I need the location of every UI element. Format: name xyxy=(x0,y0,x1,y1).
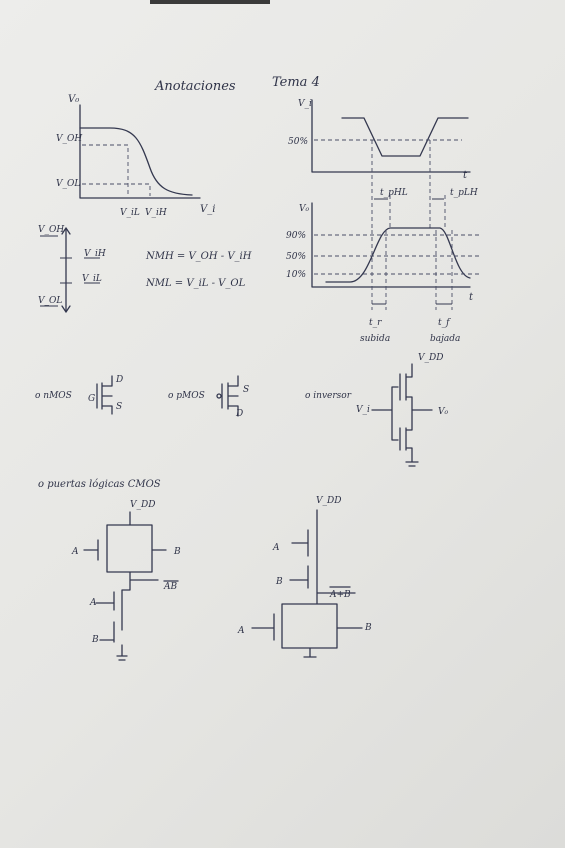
timing-t-bottom-label: t xyxy=(469,292,474,303)
inverter-vo-label: V₀ xyxy=(438,407,448,417)
vtc-vol-label: V_OL xyxy=(56,179,80,189)
nmos-s-label: S xyxy=(116,402,122,412)
timing-tf-label: t_f xyxy=(438,318,451,328)
nand-vdd-label: V_DD xyxy=(130,500,155,510)
nor-vdd-label: V_DD xyxy=(316,496,341,506)
gates-heading: o puertas lógicas CMOS xyxy=(38,479,161,490)
notes-title: Anotaciones xyxy=(154,79,236,94)
vtc-vih-label: V_iH xyxy=(145,208,167,218)
timing-tphl-label: t_pHL xyxy=(380,188,408,198)
inverter-vi-label: V_i xyxy=(356,405,370,415)
noise-nml-formula: NML = V_iL - V_OL xyxy=(145,278,246,289)
nand-a2-label: A xyxy=(89,598,97,608)
nmos-symbol: o nMOS G D S xyxy=(35,375,123,415)
pmos-symbol: o pMOS S D xyxy=(168,375,249,419)
timing-tf-caption: bajada xyxy=(430,334,460,344)
inverter-label: o inversor xyxy=(305,391,352,401)
pmos-s-label: S xyxy=(243,385,249,395)
nor-b-label: B xyxy=(275,577,283,587)
nand-out-label: AB xyxy=(163,582,177,592)
timing-10-label: 10% xyxy=(286,270,306,280)
inverter-circuit: o inversor V_DD V_i V₀ xyxy=(305,353,448,467)
nand-gate: V_DD A B AB A B xyxy=(71,500,181,661)
nand-a-label: A xyxy=(71,547,79,557)
nor-a2-label: A xyxy=(237,626,245,636)
nand-b-label: B xyxy=(173,547,181,557)
noise-margin-diagram: V_OH V_iH V_iL V_OL NMH = V_OH - V_iH NM… xyxy=(38,225,252,313)
noise-vil-label: V_iL xyxy=(82,274,102,284)
vtc-vil-label: V_iL xyxy=(120,208,140,218)
nmos-label: o nMOS xyxy=(35,391,72,401)
vtc-voh-label: V_OH xyxy=(56,134,82,144)
pmos-label: o pMOS xyxy=(168,391,205,401)
nor-a-label: A xyxy=(272,543,280,553)
inverter-vdd-label: V_DD xyxy=(418,353,443,363)
noise-voh-label: V_OH xyxy=(38,225,64,235)
timing-50-label: 50% xyxy=(286,252,306,262)
noise-vol-label: V_OL xyxy=(38,296,62,306)
timing-vi-label: V_i xyxy=(298,99,312,109)
timing-tplh-label: t_pLH xyxy=(450,188,478,198)
page-top-edge xyxy=(150,0,270,4)
nor-out-label: A+B xyxy=(329,590,351,600)
notes-topic: Tema 4 xyxy=(272,75,320,90)
timing-tr-label: t_r xyxy=(369,318,382,328)
timing-t-top-label: t xyxy=(463,170,468,181)
vtc-y-axis-label: V₀ xyxy=(68,94,79,105)
timing-diagram: V_i 50% t t_pHL t_pLH V₀ 90% 50% 10% t t… xyxy=(286,99,482,344)
nor-b2-label: B xyxy=(364,623,372,633)
nand-b2-label: B xyxy=(91,635,99,645)
vtc-x-axis-label: V_i xyxy=(200,204,215,215)
noise-vih-label: V_iH xyxy=(84,249,106,259)
nmos-g-label: G xyxy=(88,394,95,404)
noise-nmh-formula: NMH = V_OH - V_iH xyxy=(145,251,252,262)
nmos-d-label: D xyxy=(115,375,123,385)
pmos-d-label: D xyxy=(235,409,243,419)
timing-90-label: 90% xyxy=(286,231,306,241)
timing-50-top-label: 50% xyxy=(288,137,308,147)
vtc-plot: V₀ V_OH V_OL V_iL V_iH V_i xyxy=(56,94,215,218)
timing-vo-label: V₀ xyxy=(299,204,309,214)
nor-gate: V_DD A B A+B A B xyxy=(237,496,372,658)
timing-tr-caption: subida xyxy=(360,334,390,344)
